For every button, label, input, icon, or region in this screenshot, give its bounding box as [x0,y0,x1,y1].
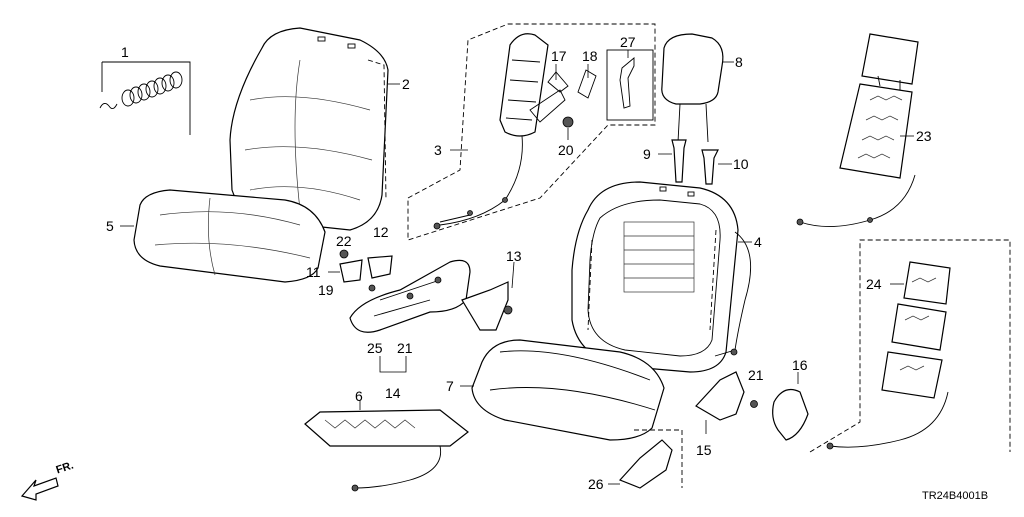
callout-16: 16 [792,357,808,373]
heater-cushion-part [809,239,1011,453]
callout-1: 1 [121,44,129,60]
callout-24: 24 [866,276,882,292]
callout-9: 9 [643,146,651,162]
callout-27: 27 [620,34,636,50]
callout-23: 23 [916,128,932,144]
callout-22: 22 [336,233,352,249]
callout-17: 17 [551,48,567,64]
seatback-cover-part [229,27,400,231]
heater-pad-part [304,400,469,492]
bracket-part [695,371,758,434]
callout-21-back: 21 [748,367,764,383]
callout-12: 12 [373,224,389,240]
callout-8: 8 [735,54,743,70]
seatback-assy-part [571,181,752,373]
callout-15: 15 [696,442,712,458]
callout-7: 7 [446,378,454,394]
inner-cover-part [461,261,515,331]
headrest-part [661,33,734,143]
diagram-part-code: TR24B4001B [922,490,989,502]
cushion-cover-part [120,189,326,283]
front-direction-arrow [20,477,59,501]
seat-cushion-part [460,339,665,441]
callout-10: 10 [733,156,749,172]
callout-4: 4 [754,234,762,250]
callout-14: 14 [385,385,401,401]
callout-13: 13 [506,248,522,264]
frame-assy-part [407,23,656,241]
heater-back-part [796,33,919,227]
callout-2: 2 [402,76,410,92]
callout-20: 20 [558,142,574,158]
side-cover-part [349,259,471,373]
callout-19: 19 [318,282,334,298]
callout-18: 18 [582,48,598,64]
hog-rings-part [99,61,191,135]
callout-21-cushion: 21 [397,340,413,356]
callout-11: 11 [306,264,321,280]
callout-5: 5 [106,218,114,234]
knobs-part [328,249,393,292]
callout-26: 26 [588,476,604,492]
callout-6: 6 [355,388,363,404]
callout-25: 25 [367,340,383,356]
rail-cover-part [608,429,683,489]
headrest-guides-part [658,139,732,185]
cap-part [772,372,809,441]
callout-3: 3 [434,142,442,158]
